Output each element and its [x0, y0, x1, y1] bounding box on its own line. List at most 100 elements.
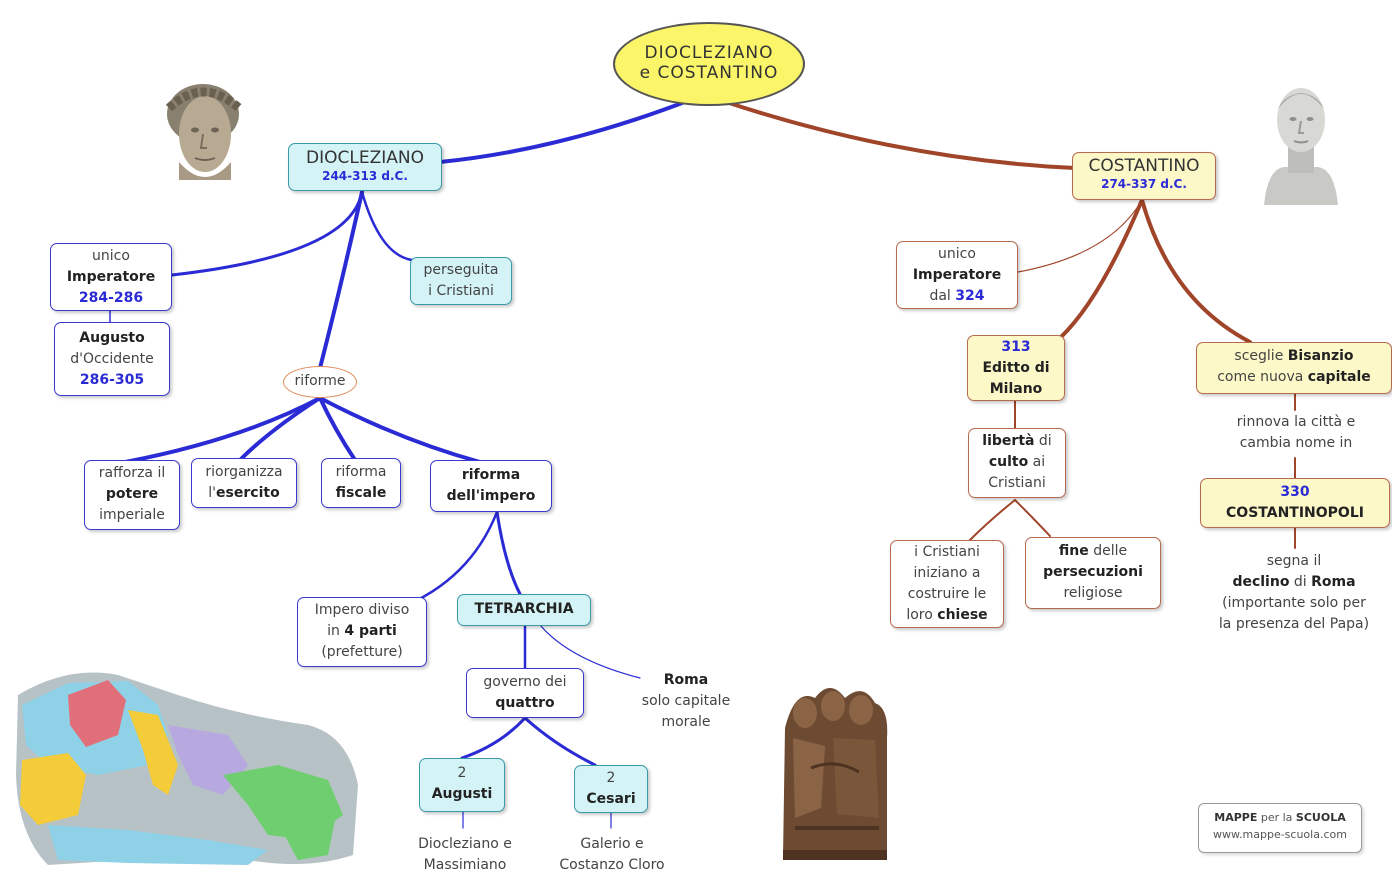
- perseguita-line-2: i Cristiani: [428, 283, 494, 299]
- link-governo-augusti: [460, 716, 527, 760]
- riorganizza-line-1: riorganizza: [205, 464, 283, 480]
- fiscale-label: fiscale: [335, 485, 387, 501]
- tetrarchia-label: TETRARCHIA: [474, 601, 574, 617]
- augusti-names-node: Diocleziano e Massimiano: [400, 834, 530, 878]
- perseguita-line-1: perseguita: [423, 262, 499, 278]
- costantino-unico-imperatore-node: unico Imperatore dal 324: [896, 241, 1018, 309]
- costantino-unico-label: unico: [938, 246, 976, 262]
- costantino-name: COSTANTINO: [1088, 156, 1200, 176]
- unico-label: unico: [92, 248, 130, 264]
- title-line-1: DIOCLEZIANO: [644, 43, 774, 63]
- diocletian-bust-image: [165, 84, 242, 180]
- riorganizza-esercito-node: riorganizza l'esercito: [191, 458, 297, 508]
- link-riforme-impero: [318, 396, 482, 464]
- diocleziano-unico-imperatore-node: unico Imperatore 284-286: [50, 243, 172, 311]
- year-330: 330: [1280, 484, 1310, 500]
- religiose-label: religiose: [1063, 585, 1123, 601]
- costantinopoli-label: COSTANTINOPOLI: [1226, 505, 1364, 521]
- declino-line-1: segna il: [1266, 553, 1322, 569]
- augusto-label: Augusto: [79, 330, 145, 346]
- bisanzio-label: Bisanzio: [1287, 348, 1354, 364]
- costantino-imperatore-label: Imperatore: [912, 267, 1002, 283]
- sceglie-label: sceglie: [1234, 348, 1288, 364]
- augusti-count: 2: [457, 765, 467, 781]
- rafforza-potere-node: rafforza il potere imperiale: [84, 460, 180, 530]
- year-324: 324: [955, 288, 985, 304]
- link-diocleziano-unico: [170, 190, 364, 277]
- roman-empire-map-image: [8, 655, 368, 875]
- liberta-di: di: [1034, 433, 1052, 449]
- quattro-parti-label: 4 parti: [344, 623, 397, 639]
- declino-line-3: (importante solo per: [1222, 595, 1366, 611]
- link-riforme-rafforza: [123, 396, 322, 464]
- link-governo-cesari: [523, 716, 597, 767]
- loro-label: loro: [906, 607, 938, 623]
- esercito-label: esercito: [216, 485, 280, 501]
- diviso-line-1: Impero diviso: [314, 602, 410, 618]
- impero-diviso-node: Impero diviso in 4 parti (prefetture): [297, 597, 427, 667]
- link-costantino-bisanzio: [1140, 198, 1252, 344]
- augusto-dates: 286-305: [79, 372, 145, 388]
- riforma-impero-node: riforma dell'impero: [430, 460, 552, 512]
- link-title-costantino: [718, 98, 1077, 170]
- logo-scuola: SCUOLA: [1295, 811, 1346, 824]
- augusto-occidente-node: Augusto d'Occidente 286-305: [54, 322, 170, 396]
- diocleziano-name: DIOCLEZIANO: [306, 148, 424, 168]
- chiese-line-3: costruire le: [907, 586, 987, 602]
- logo-url: www.mappe-scuola.com: [1213, 828, 1347, 841]
- reign-dates: 284-286: [78, 290, 144, 306]
- imperatore-label: Imperatore: [66, 269, 156, 285]
- cristiani-label: Cristiani: [988, 475, 1046, 491]
- fine-label: fine: [1058, 543, 1089, 559]
- link-costantino-editto: [1058, 198, 1144, 340]
- link-liberta-fine: [1014, 499, 1051, 537]
- quattro-label: quattro: [495, 695, 555, 711]
- culto-ai: ai: [1028, 454, 1046, 470]
- capitale-label: capitale: [1307, 369, 1371, 385]
- declino-label: declino: [1232, 574, 1290, 590]
- diviso-in: in: [327, 623, 345, 639]
- logo-mappe: MAPPE: [1214, 811, 1258, 824]
- rafforza-line-3: imperiale: [99, 507, 165, 523]
- governo-line-1: governo dei: [483, 674, 567, 690]
- chiese-line-1: i Cristiani: [914, 544, 980, 560]
- editto-line-2: Editto di: [982, 360, 1050, 376]
- declino-line-4: la presenza del Papa): [1218, 616, 1370, 632]
- link-impero-tetrarchia: [495, 510, 522, 596]
- cesari-names-node: Galerio e Costanzo Cloro: [540, 834, 684, 878]
- perseguita-cristiani-node: perseguita i Cristiani: [410, 257, 512, 305]
- link-title-diocleziano: [438, 98, 692, 164]
- cesari-names-line-2: Costanzo Cloro: [559, 857, 665, 873]
- due-cesari-node: 2 Cesari: [574, 765, 648, 813]
- roma-capitale-morale-node: Roma solo capitale morale: [624, 670, 748, 736]
- declino-roma-node: segna il declino di Roma (importante sol…: [1196, 551, 1392, 639]
- riforma-fiscale-node: riforma fiscale: [321, 458, 401, 508]
- link-diocleziano-riforme: [318, 190, 364, 370]
- fine-delle: delle: [1088, 543, 1128, 559]
- costantinopoli-node: 330 COSTANTINOPOLI: [1200, 478, 1390, 528]
- potere-label: potere: [105, 486, 159, 502]
- logo-per-la: per la: [1257, 811, 1296, 824]
- link-diocleziano-perseguita: [360, 190, 414, 262]
- liberta-label: libertà: [982, 433, 1035, 449]
- culto-label: culto: [988, 454, 1029, 470]
- link-liberta-chiese: [969, 499, 1016, 541]
- bisanzio-capitale-node: sceglie Bisanzio come nuova capitale: [1196, 342, 1392, 394]
- title-node: DIOCLEZIANO e COSTANTINO: [613, 22, 805, 106]
- occidente-label: d'Occidente: [70, 351, 154, 367]
- cesari-names-line-1: Galerio e: [580, 836, 644, 852]
- milano-label: Milano: [989, 381, 1043, 397]
- fiscale-line-1: riforma: [335, 464, 387, 480]
- augusti-names-line-2: Massimiano: [423, 857, 507, 873]
- augusti-label: Augusti: [431, 786, 493, 802]
- mappe-scuola-logo: MAPPE per la SCUOLA www.mappe-scuola.com: [1198, 803, 1362, 853]
- dal-label: dal: [929, 288, 956, 304]
- roma-label: Roma: [663, 672, 709, 688]
- rinnova-line-2: cambia nome in: [1239, 435, 1353, 451]
- roma-line-2: solo capitale: [641, 693, 731, 709]
- link-riforme-fiscale: [318, 396, 357, 462]
- diocleziano-dates: 244-313 d.C.: [322, 169, 408, 183]
- impero-line-1: riforma: [461, 467, 521, 483]
- tetrarchs-statue-image: [783, 688, 888, 860]
- prefetture-label: (prefetture): [321, 644, 403, 660]
